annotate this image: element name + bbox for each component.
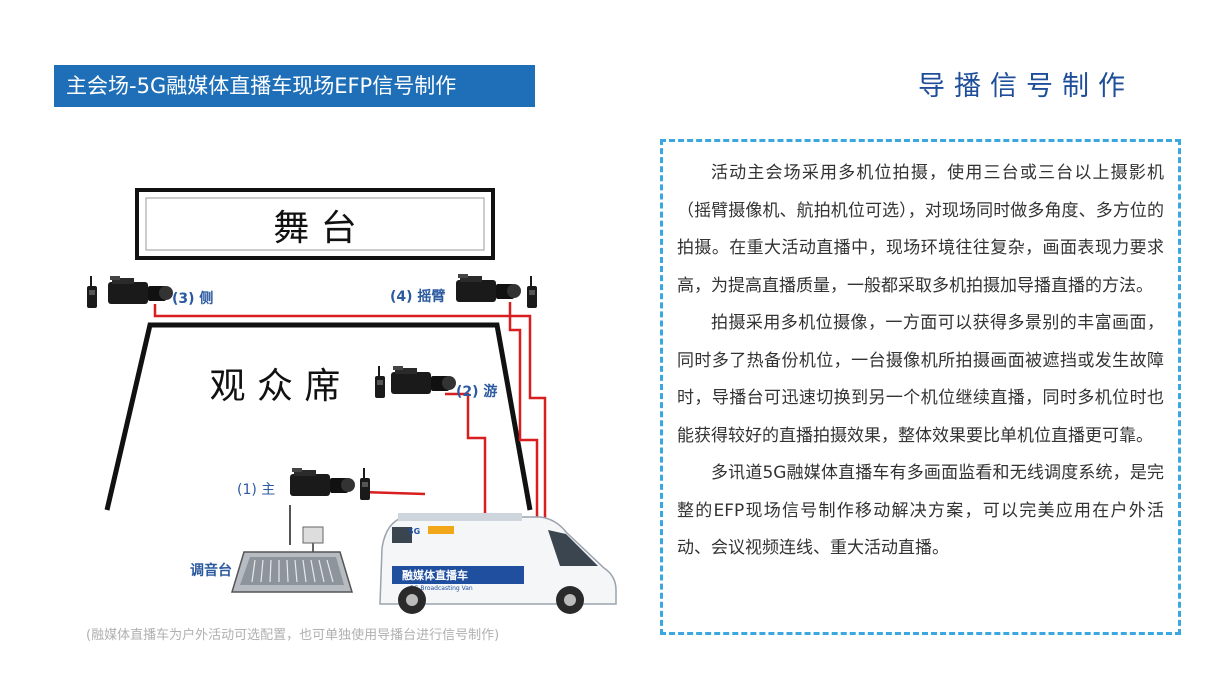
camera-label-crane: (4) 摇臂 (390, 288, 445, 305)
audio-mixer: 调音台 (190, 505, 354, 593)
paragraph-multicam: 活动主会场采用多机位拍摄，使用三台或三台以上摄影机（摇臂摄像机、航拍机位可选），… (677, 163, 1164, 296)
camera-label-main: (1) 主 (237, 482, 275, 498)
cable-roaming (445, 392, 487, 520)
mixer-label: 调音台 (190, 562, 232, 579)
cable-crane (508, 302, 539, 520)
monitor-icon (302, 526, 324, 544)
radio-icon (360, 468, 370, 500)
video-camera-icon (290, 468, 355, 496)
paragraph-backup: 拍摄采用多机位摄像，一方面可以获得多景别的丰富画面，同时多了热备份机位，一台摄像… (677, 313, 1164, 446)
radio-icon (527, 276, 537, 308)
signal-cables (153, 302, 547, 520)
camera-side: (3) 侧 (87, 276, 213, 308)
van-5g-badge: 5G (408, 527, 420, 536)
van-subtitle: 5G Broadcasting Van (410, 585, 473, 592)
stage: 舞 台 (135, 188, 495, 260)
broadcast-van: 融媒体直播车 5G Broadcasting Van 5G (379, 513, 617, 614)
efp-layout-diagram: 舞 台 观 众 席 (3) 侧 (4) 摇臂 (2) 游 (1) 主 (87, 188, 617, 614)
video-camera-icon (108, 276, 173, 304)
stage-label: 舞 台 (273, 208, 356, 249)
van-sign: 融媒体直播车 (402, 568, 468, 582)
radio-icon (375, 366, 385, 398)
audience-area: 观 众 席 (104, 322, 533, 511)
camera-roaming: (2) 游 (375, 366, 497, 400)
camera-main: (1) 主 (237, 468, 370, 500)
section-heading: 导播信号制作 (918, 71, 1134, 102)
page-title: 主会场-5G融媒体直播车现场EFP信号制作 (54, 65, 535, 107)
camera-label-side: (3) 侧 (172, 290, 213, 307)
video-camera-icon (456, 274, 521, 302)
camera-label-roaming: (2) 游 (456, 383, 497, 400)
audience-label: 观 众 席 (210, 366, 341, 407)
cable-side (153, 304, 547, 520)
video-camera-icon (391, 366, 456, 394)
radio-icon (87, 276, 97, 308)
paragraph-van: 多讯道5G融媒体直播车有多画面监看和无线调度系统，是完整的EFP现场信号制作移动… (677, 463, 1164, 558)
camera-crane: (4) 摇臂 (390, 274, 537, 308)
cable-main (359, 490, 426, 496)
description-panel: 活动主会场采用多机位拍摄，使用三台或三台以上摄影机（摇臂摄像机、航拍机位可选），… (660, 139, 1181, 635)
diagram-caption: (融媒体直播车为户外活动可选配置，也可单独使用导播台进行信号制作) (86, 628, 500, 643)
